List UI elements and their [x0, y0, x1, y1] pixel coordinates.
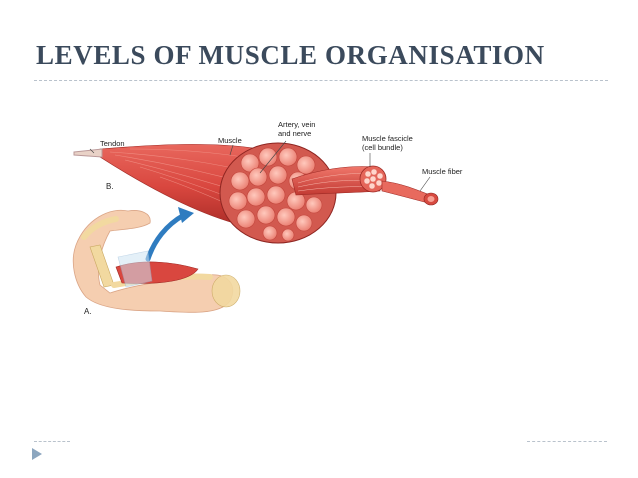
- label-fascicle-line1: Muscle fascicle: [362, 134, 413, 143]
- flexed-arm: [72, 209, 241, 313]
- footer-divider-right: [527, 441, 607, 442]
- label-fascicle-line2: (cell bundle): [362, 143, 403, 152]
- muscle-illustration: [72, 140, 439, 313]
- footer-divider-left: [34, 441, 70, 442]
- label-leader-lines: [89, 140, 431, 192]
- zoom-arrow: [145, 212, 187, 262]
- panel-letter-a: A.: [84, 307, 92, 316]
- slide-title: LEVELS OF MUSCLE ORGANISATION: [36, 40, 545, 70]
- muscle-organisation-figure: Tendon Muscle Artery, vein and nerve Mus…: [70, 119, 525, 399]
- label-muscle: Muscle: [218, 136, 242, 145]
- label-tendon: Tendon: [100, 139, 125, 148]
- muscle-cross-section: [219, 142, 337, 244]
- title-divider: [34, 80, 608, 81]
- label-muscle-fiber: Muscle fiber: [422, 167, 463, 176]
- label-artery-line1: Artery, vein: [278, 120, 316, 129]
- tendon: [73, 148, 103, 158]
- panel-letter-b: B.: [106, 182, 114, 191]
- muscle-fascicle: [291, 165, 387, 196]
- muscle-fiber: [381, 180, 439, 206]
- label-artery-line2: and nerve: [278, 129, 312, 138]
- triangle-right-icon[interactable]: [32, 448, 42, 460]
